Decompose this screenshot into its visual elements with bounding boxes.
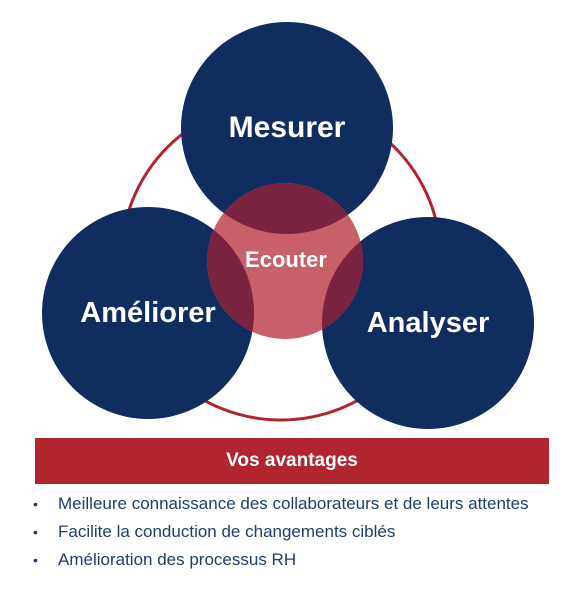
benefit-text: Meilleure connaissance des collaborateur…: [58, 494, 529, 513]
benefits-title-banner: Vos avantages: [35, 438, 549, 484]
benefits-title: Vos avantages: [226, 450, 358, 471]
benefit-item: • Meilleure connaissance des collaborate…: [28, 490, 529, 518]
label-ameliorer: Améliorer: [80, 297, 215, 329]
circle-ameliorer: [42, 207, 254, 419]
benefit-item: • Amélioration des processus RH: [28, 546, 529, 574]
circle-mesurer: [181, 22, 393, 234]
benefits-list: • Meilleure connaissance des collaborate…: [28, 490, 529, 574]
benefit-text: Facilite la conduction de changements ci…: [58, 522, 396, 541]
overlap-top: [207, 183, 363, 234]
label-analyser: Analyser: [367, 307, 490, 339]
bullet-icon: •: [33, 496, 38, 512]
label-ecouter: Ecouter: [245, 247, 327, 272]
benefit-item: • Facilite la conduction de changements …: [28, 518, 529, 546]
benefit-text: Amélioration des processus RH: [58, 550, 297, 569]
circle-analyser: [322, 217, 534, 429]
cycle-diagram: Mesurer Améliorer Analyser Ecouter: [42, 22, 534, 429]
bullet-icon: •: [33, 552, 38, 568]
label-mesurer: Mesurer: [229, 111, 346, 144]
bullet-icon: •: [33, 524, 38, 540]
